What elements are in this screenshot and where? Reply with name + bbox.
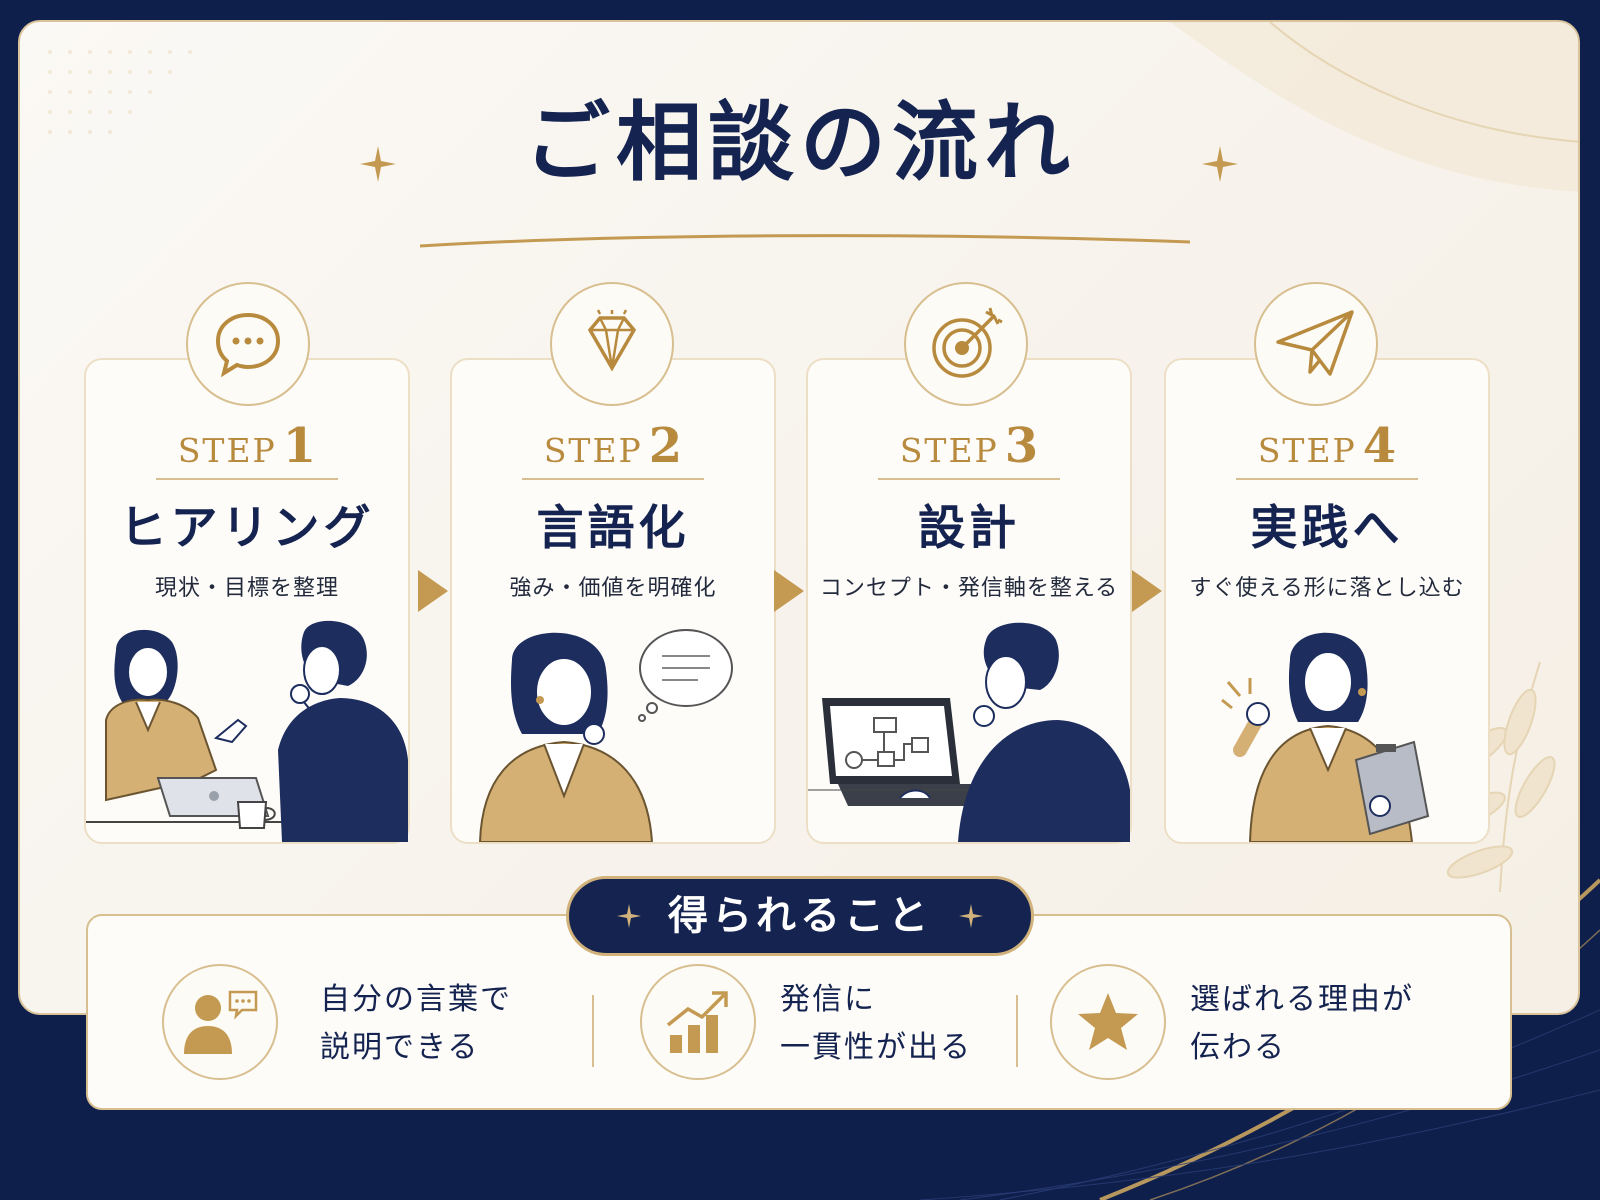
step-name-2: 言語化 <box>536 501 690 556</box>
benefits-heading: 得られること <box>566 876 1034 956</box>
step-divider <box>1236 478 1418 480</box>
benefit-line: 選ばれる理由が <box>1190 982 1414 1017</box>
title-underline <box>420 234 1190 248</box>
person-speech-icon <box>162 964 278 1080</box>
step-arrow-icon <box>1132 570 1162 612</box>
step-number: 4 <box>1362 418 1397 474</box>
sparkle-icon <box>959 904 983 928</box>
step-number: 1 <box>282 418 317 474</box>
speech-bubble-icon <box>186 282 310 406</box>
sparkle-icon <box>1202 146 1238 182</box>
paper-plane-icon <box>1254 282 1378 406</box>
step-divider <box>878 478 1060 480</box>
step-name-3: 設計 <box>918 501 1020 556</box>
sparkle-icon <box>360 146 396 182</box>
step-word: STEP <box>543 431 643 470</box>
benefit-line: 一貫性が出る <box>780 1030 972 1065</box>
benefit-2-text: 発信に 一貫性が出る <box>780 976 972 1072</box>
illustration-practice <box>1221 632 1430 842</box>
step-number: 2 <box>648 418 683 474</box>
step-word: STEP <box>899 431 999 470</box>
step-arrow-icon <box>774 570 804 612</box>
benefit-line: 説明できる <box>320 1030 480 1065</box>
benefit-3-text: 選ばれる理由が 伝わる <box>1190 976 1414 1072</box>
benefit-line: 伝わる <box>1190 1030 1286 1065</box>
step-number: 3 <box>1004 418 1039 474</box>
page-title: ご相談の流れ <box>524 92 1076 193</box>
step-desc-4: すぐ使える形に落とし込む <box>1189 576 1465 601</box>
benefit-divider <box>1016 995 1018 1067</box>
step-desc-3: コンセプト・発信軸を整える <box>819 576 1119 601</box>
step-desc-1: 現状・目標を整理 <box>154 576 339 601</box>
step-name-1: ヒアリング <box>119 501 375 556</box>
benefits-heading-text: 得られること <box>668 892 932 939</box>
diamond-icon <box>550 282 674 406</box>
growth-chart-icon <box>640 964 756 1080</box>
step-desc-2: 強み・価値を明確化 <box>509 576 717 601</box>
step-divider <box>522 478 704 480</box>
step-arrow-icon <box>418 570 448 612</box>
step-divider <box>156 478 338 480</box>
target-icon <box>904 282 1028 406</box>
step-name-4: 実践へ <box>1250 501 1404 556</box>
illustration-hearing <box>86 620 408 842</box>
sparkle-icon <box>617 904 641 928</box>
benefit-line: 自分の言葉で <box>320 982 512 1017</box>
benefit-line: 発信に <box>780 982 876 1017</box>
step-word: STEP <box>1257 431 1357 470</box>
benefit-1-text: 自分の言葉で 説明できる <box>320 976 512 1072</box>
star-icon <box>1050 964 1166 1080</box>
benefit-divider <box>592 995 594 1067</box>
step-word: STEP <box>177 431 277 470</box>
illustration-verbalize <box>478 629 733 842</box>
illustration-design <box>808 622 1130 842</box>
